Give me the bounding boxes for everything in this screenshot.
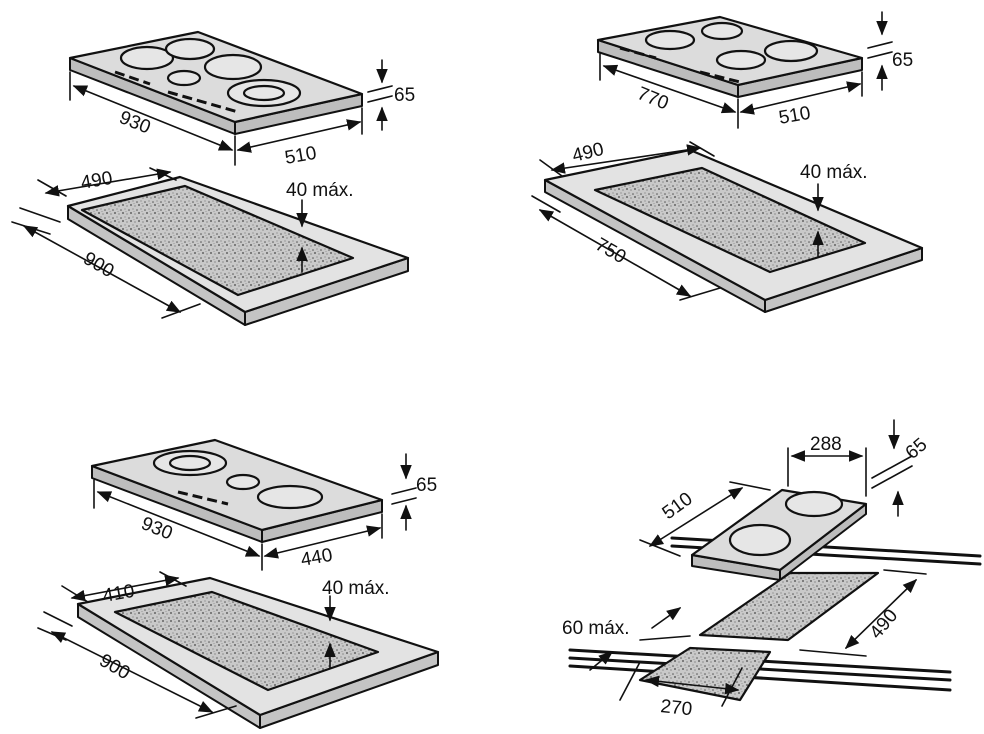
label-cutout-depth: 490 [79,168,114,194]
hob-bottom-left [90,438,384,543]
label-hob-depth: 510 [283,143,318,169]
label-hob-width: 930 [138,513,175,544]
diagram-bottom-left: 930 440 65 410 900 40 máx. [37,438,440,729]
label-hob-height: 65 [416,475,437,496]
label-cutout-width: 900 [80,248,118,282]
dimension-lines-bottom-right [589,419,927,707]
label-clearance: 40 máx. [322,578,390,599]
dimension-lines-top-left [11,59,393,319]
label-hob-width: 288 [810,434,842,455]
label-cutout-width: 750 [592,234,630,268]
cutout-top-left [66,175,410,326]
label-hob-depth: 510 [777,103,812,129]
label-hob-depth: 510 [659,488,697,524]
label-max-offset: 60 máx. [562,618,630,639]
label-hob-depth: 440 [299,545,334,571]
dimension-lines-top-right [531,11,893,301]
diagram-top-left: 930 510 65 490 900 40 máx. [11,30,415,326]
label-clearance: 40 máx. [286,180,354,201]
label-hob-height: 65 [892,50,913,71]
label-cutout-width: 270 [659,696,693,720]
label-clearance: 40 máx. [800,162,868,183]
hob-top-left [68,30,364,135]
diagram-top-right: 770 510 65 490 750 40 máx. [531,11,924,313]
label-cutout-width: 900 [96,650,134,684]
label-cutout-depth: 490 [866,605,902,643]
dimension-lines-bottom-left [37,453,417,719]
label-hob-width: 930 [116,107,153,138]
label-hob-height: 65 [394,85,415,106]
hob-top-right [596,15,864,98]
diagram-bottom-right: 288 510 65 490 270 60 máx. [562,419,982,720]
